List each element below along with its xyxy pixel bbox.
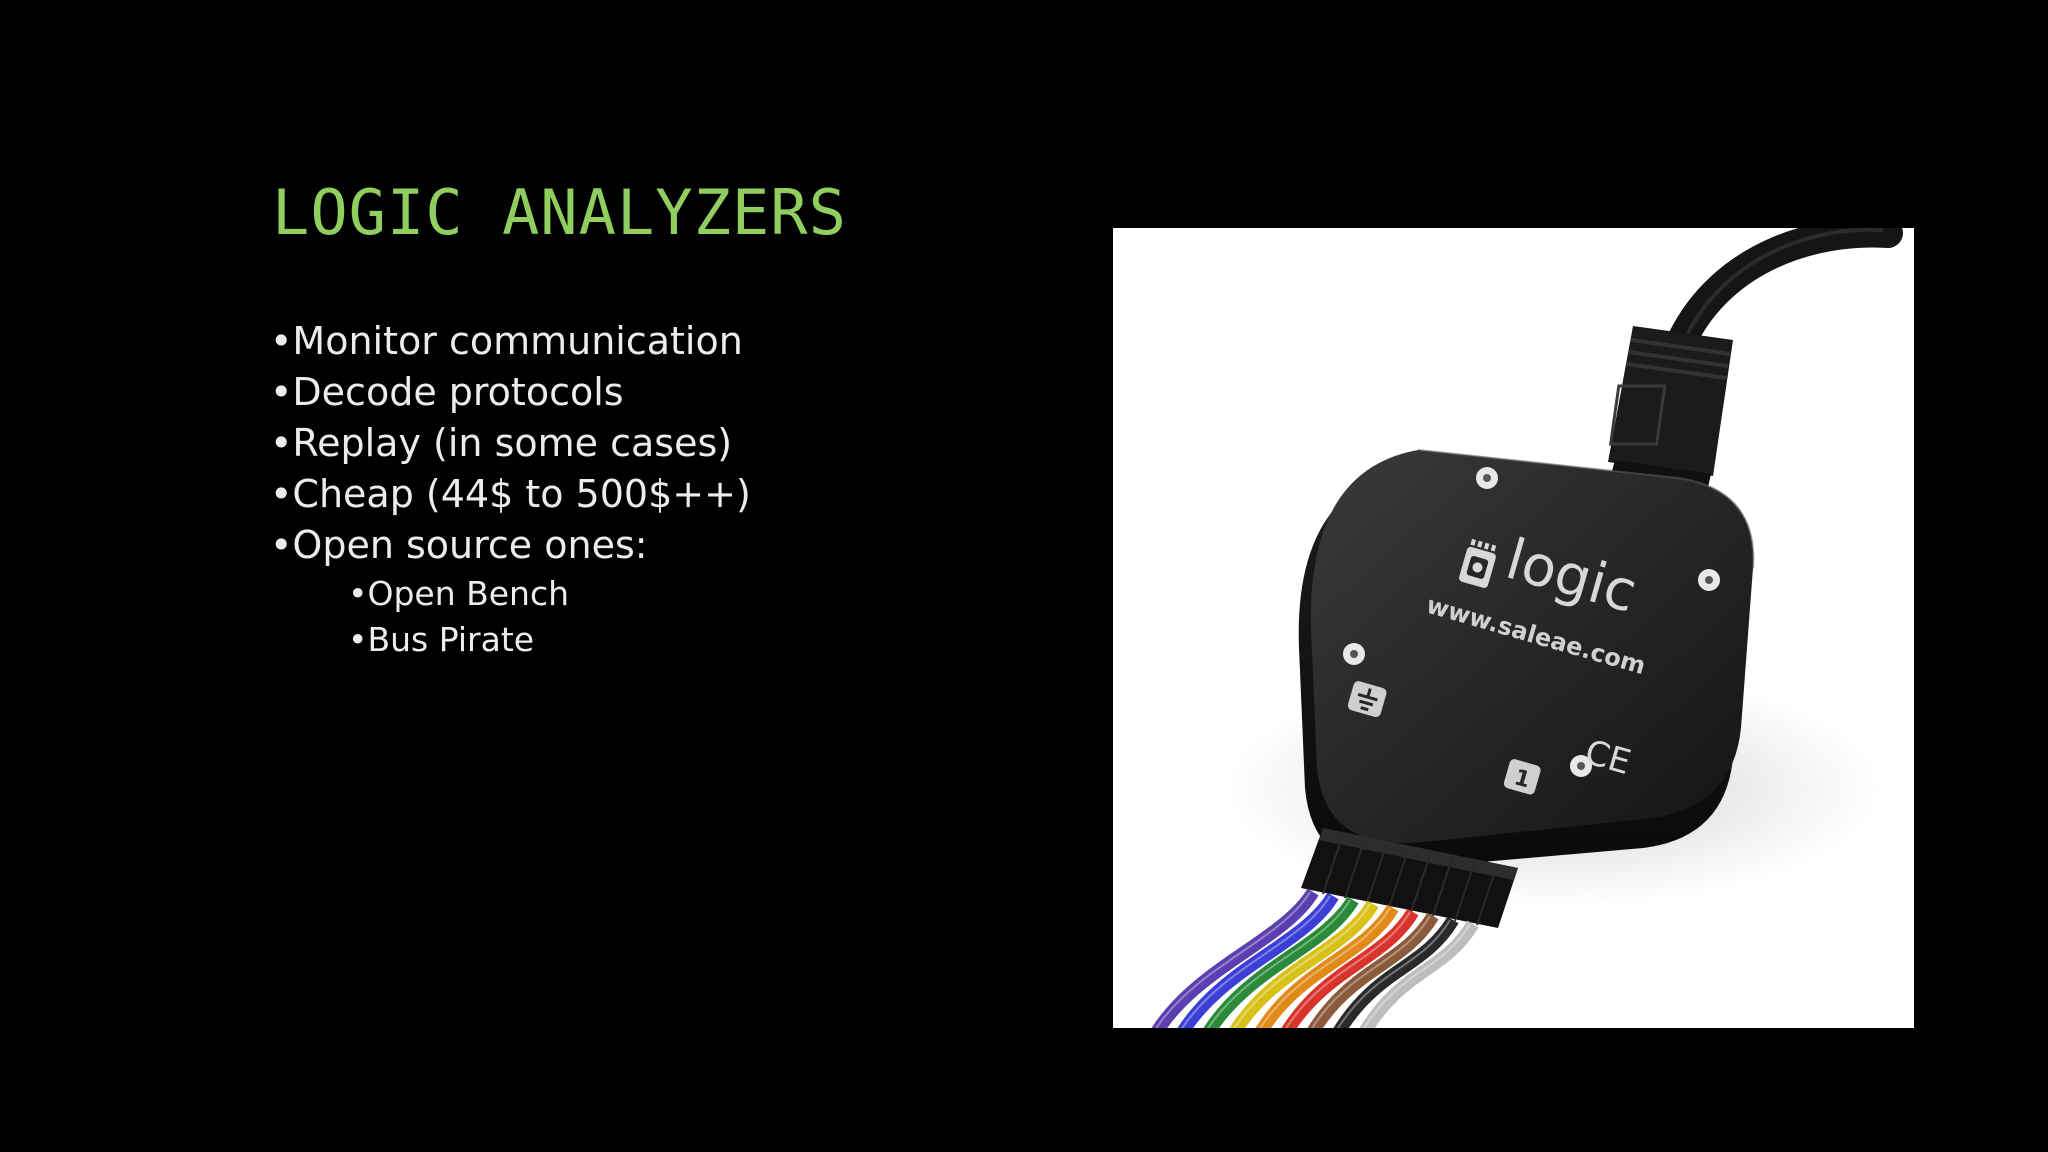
wire-highlight	[1311, 915, 1431, 1028]
bullet-item: •Monitor communication	[270, 319, 743, 363]
sub-bullet-item: •Open Bench	[348, 574, 570, 613]
wire	[1359, 920, 1479, 1028]
wire-highlight	[1337, 919, 1451, 1028]
logic-analyzer-illustration: logic www.saleae.com 1 CE	[1151, 228, 1903, 1028]
bullet-item: •Replay (in some cases)	[270, 421, 733, 465]
bullet-list: •Monitor communication •Decode protocols…	[270, 316, 751, 663]
channel-one-badge: 1	[1503, 759, 1541, 795]
sub-bullet-item: •Bus Pirate	[348, 620, 535, 659]
wire	[1177, 892, 1339, 1028]
screw-icon	[1698, 569, 1720, 591]
device-body	[1310, 450, 1754, 844]
screw-icon	[1570, 755, 1592, 777]
bullet-item: •Cheap (44$ to 500$++)	[270, 472, 751, 516]
wire-highlight	[1285, 911, 1411, 1028]
wire	[1203, 896, 1359, 1028]
channel-mark: 1	[1511, 765, 1533, 793]
wire-highlight	[1363, 923, 1471, 1028]
slide-title: LOGIC ANALYZERS	[272, 176, 847, 249]
wire	[1281, 908, 1419, 1028]
wire-highlight	[1181, 895, 1331, 1028]
wire-bundle	[1151, 888, 1479, 1028]
wire	[1151, 888, 1319, 1028]
wire-connector	[1301, 828, 1518, 928]
screw-icon	[1343, 643, 1365, 665]
wire-highlight	[1259, 907, 1391, 1028]
wire	[1255, 904, 1399, 1028]
wire	[1307, 912, 1439, 1028]
wire-highlight	[1207, 899, 1351, 1028]
wire-highlight	[1155, 891, 1311, 1028]
logic-analyzer-photo: logic www.saleae.com 1 CE	[1113, 228, 1914, 1028]
ground-icon	[1347, 681, 1387, 718]
bullet-item: •Open source ones:	[270, 523, 648, 567]
wire	[1229, 900, 1379, 1028]
wire-highlight	[1233, 903, 1371, 1028]
saleae-logo-icon	[1459, 538, 1497, 588]
screw-icon	[1476, 467, 1498, 489]
wire	[1333, 916, 1459, 1028]
bullet-item: •Decode protocols	[270, 370, 624, 414]
